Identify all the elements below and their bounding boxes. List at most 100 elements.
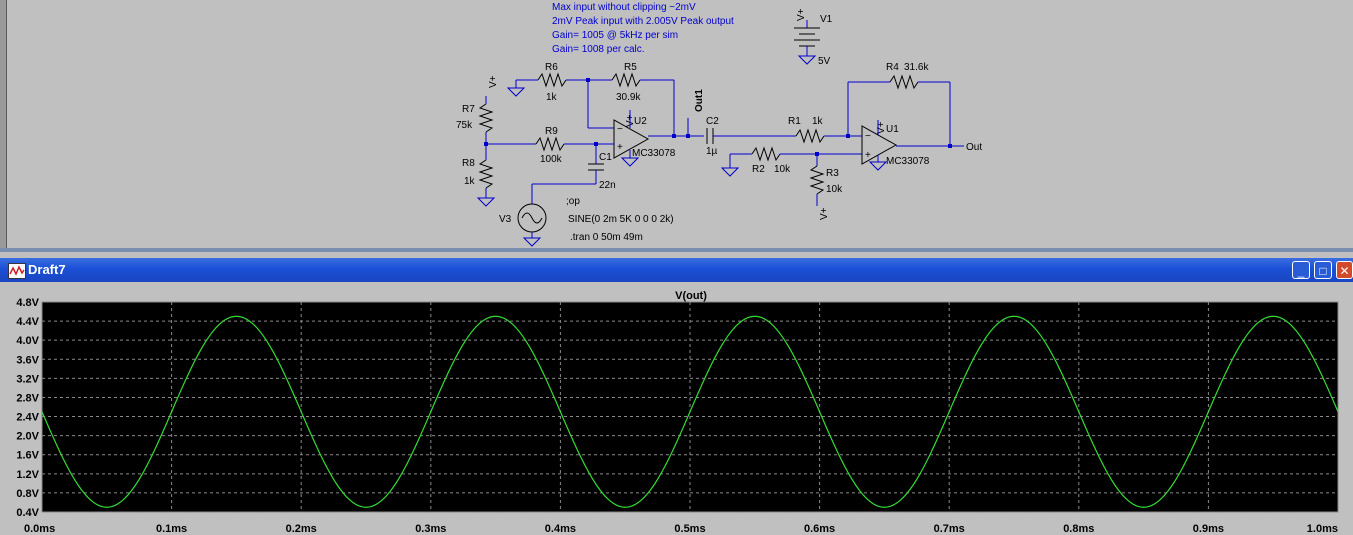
- c2-value: 1µ: [706, 146, 718, 157]
- c2-name: C2: [706, 116, 719, 127]
- u1-model: MC33078: [886, 156, 930, 167]
- x-tick-label: 0.3ms: [415, 523, 446, 535]
- r7-vplus-label: V+: [488, 75, 499, 88]
- y-tick-label: 3.2V: [16, 373, 39, 385]
- v1-supply[interactable]: V+ V1 5V: [794, 8, 833, 67]
- r8-name: R8: [462, 158, 475, 169]
- waveform-icon: [8, 263, 26, 279]
- schematic-pane[interactable]: Max input without clipping ~2mV 2mV Peak…: [0, 0, 1353, 252]
- r1-resistor[interactable]: R1 1k: [788, 116, 862, 144]
- y-tick-label: 2.0V: [16, 431, 39, 443]
- x-tick-label: 0.0ms: [24, 523, 55, 535]
- u2-opamp[interactable]: − + V+ U2 MC33078: [613, 110, 676, 167]
- v1-vplus-label: V+: [796, 8, 807, 21]
- u1-opamp[interactable]: − + V+ U1 MC33078: [861, 120, 930, 171]
- r6-value: 1k: [546, 92, 558, 103]
- r5-value: 30.9k: [616, 92, 641, 103]
- y-tick-label: 4.8V: [16, 297, 39, 309]
- x-tick-label: 0.1ms: [156, 523, 187, 535]
- plot-window-title: Draft7: [28, 262, 66, 277]
- c1-name: C1: [599, 152, 612, 163]
- r1-value: 1k: [812, 116, 824, 127]
- x-tick-label: 0.4ms: [545, 523, 576, 535]
- note-line-2: 2mV Peak input with 2.005V Peak output: [552, 16, 734, 27]
- r4-name: R4: [886, 62, 899, 73]
- r2-value: 10k: [774, 164, 791, 175]
- op-directive[interactable]: ;op: [566, 196, 580, 207]
- y-tick-label: 3.6V: [16, 354, 39, 366]
- x-tick-label: 0.8ms: [1063, 523, 1094, 535]
- waveform-plot[interactable]: V(out) 0.4V 0.8V 1.2V 1.6V 2.0V 2.4V 2.8V 3.2V 3…: [0, 282, 1353, 535]
- r5-name: R5: [624, 62, 637, 73]
- v1-value: 5V: [818, 56, 831, 67]
- x-tick-label: 0.6ms: [804, 523, 835, 535]
- r4-resistor[interactable]: R4 31.6k: [847, 62, 951, 146]
- maximize-button[interactable]: □: [1314, 261, 1332, 279]
- r3-value: 10k: [826, 184, 843, 195]
- r9-resistor[interactable]: R9 100k: [486, 126, 614, 165]
- v1-name: V1: [820, 14, 833, 25]
- y-tick-label: 0.8V: [16, 488, 39, 500]
- r9-name: R9: [545, 126, 558, 137]
- r7-value: 75k: [456, 120, 473, 131]
- y-tick-label: 2.4V: [16, 412, 39, 424]
- x-tick-label: 0.7ms: [934, 523, 965, 535]
- svg-text:+: +: [865, 150, 871, 161]
- r3-name: R3: [826, 168, 839, 179]
- schematic-canvas[interactable]: Max input without clipping ~2mV 2mV Peak…: [0, 0, 1353, 250]
- r9-value: 100k: [540, 154, 563, 165]
- plot-window[interactable]: Draft7 _ □ ✕ V(out) 0.4V 0.8V 1.2V 1.6V 2.0V…: [0, 258, 1353, 535]
- y-tick-label: 0.4V: [16, 507, 39, 519]
- c1-capacitor[interactable]: C1 22n: [531, 144, 616, 204]
- note-line-1: Max input without clipping ~2mV: [552, 2, 696, 13]
- r1-name: R1: [788, 116, 801, 127]
- c1-value: 22n: [599, 180, 616, 191]
- x-tick-label: 1.0ms: [1307, 523, 1338, 535]
- trace-title[interactable]: V(out): [675, 290, 707, 302]
- u1-name: U1: [886, 124, 899, 135]
- r4-value: 31.6k: [904, 62, 929, 73]
- svg-text:−: −: [617, 124, 623, 135]
- u2-model: MC33078: [632, 148, 676, 159]
- out-net-label: Out: [966, 142, 982, 153]
- r5-resistor[interactable]: R5 30.9k: [611, 62, 674, 103]
- tran-directive[interactable]: .tran 0 50m 49m: [570, 232, 643, 243]
- r8-resistor[interactable]: R8 1k: [462, 158, 496, 207]
- svg-text:+: +: [617, 142, 623, 153]
- y-tick-label: 4.0V: [16, 335, 39, 347]
- minimize-button[interactable]: _: [1292, 261, 1310, 279]
- r3-resistor[interactable]: V+ R3 10k: [809, 154, 843, 220]
- y-tick-label: 4.4V: [16, 316, 39, 328]
- r2-name: R2: [752, 164, 765, 175]
- out1-net-label: Out1: [694, 89, 705, 112]
- u2-name: U2: [634, 116, 647, 127]
- y-tick-label: 1.6V: [16, 450, 39, 462]
- note-line-3: Gain= 1005 @ 5kHz per sim: [552, 30, 678, 41]
- svg-text:−: −: [865, 131, 871, 142]
- r7-resistor[interactable]: V+ R7 75k: [456, 75, 499, 160]
- vout-trace[interactable]: [41, 315, 1339, 508]
- plot-titlebar[interactable]: Draft7 _ □ ✕: [0, 258, 1353, 282]
- y-tick-label: 2.8V: [16, 392, 39, 404]
- x-tick-label: 0.9ms: [1193, 523, 1224, 535]
- c2-capacitor[interactable]: C2 1µ: [706, 116, 796, 157]
- r2-resistor[interactable]: R2 10k: [720, 146, 862, 177]
- r7-name: R7: [462, 104, 475, 115]
- close-button[interactable]: ✕: [1336, 261, 1353, 279]
- u1-vplus-label: V+: [876, 121, 887, 134]
- x-tick-label: 0.2ms: [286, 523, 317, 535]
- v3-value: SINE(0 2m 5K 0 0 0 2k): [568, 214, 674, 225]
- y-tick-label: 1.2V: [16, 469, 39, 481]
- x-tick-label: 0.5ms: [674, 523, 705, 535]
- v3-name: V3: [499, 214, 512, 225]
- r8-value: 1k: [464, 176, 476, 187]
- schematic-bottom-frame: [0, 248, 1353, 252]
- r6-name: R6: [545, 62, 558, 73]
- r6-resistor[interactable]: R6 1k: [506, 62, 612, 103]
- schematic-left-frame: [0, 0, 7, 250]
- y-axis-ticks: 0.4V 0.8V 1.2V 1.6V 2.0V 2.4V 2.8V 3.2V 3.6V 4.0V…: [16, 297, 39, 519]
- x-axis-ticks: 0.0ms 0.1ms 0.2ms 0.3ms 0.4ms 0.5ms 0.6ms 0.7ms…: [24, 523, 1338, 535]
- v3-sine-source[interactable]: V3 SINE(0 2m 5K 0 0 0 2k): [499, 203, 674, 247]
- grid-layer: [41, 301, 1339, 513]
- note-line-4: Gain= 1008 per calc.: [552, 44, 645, 55]
